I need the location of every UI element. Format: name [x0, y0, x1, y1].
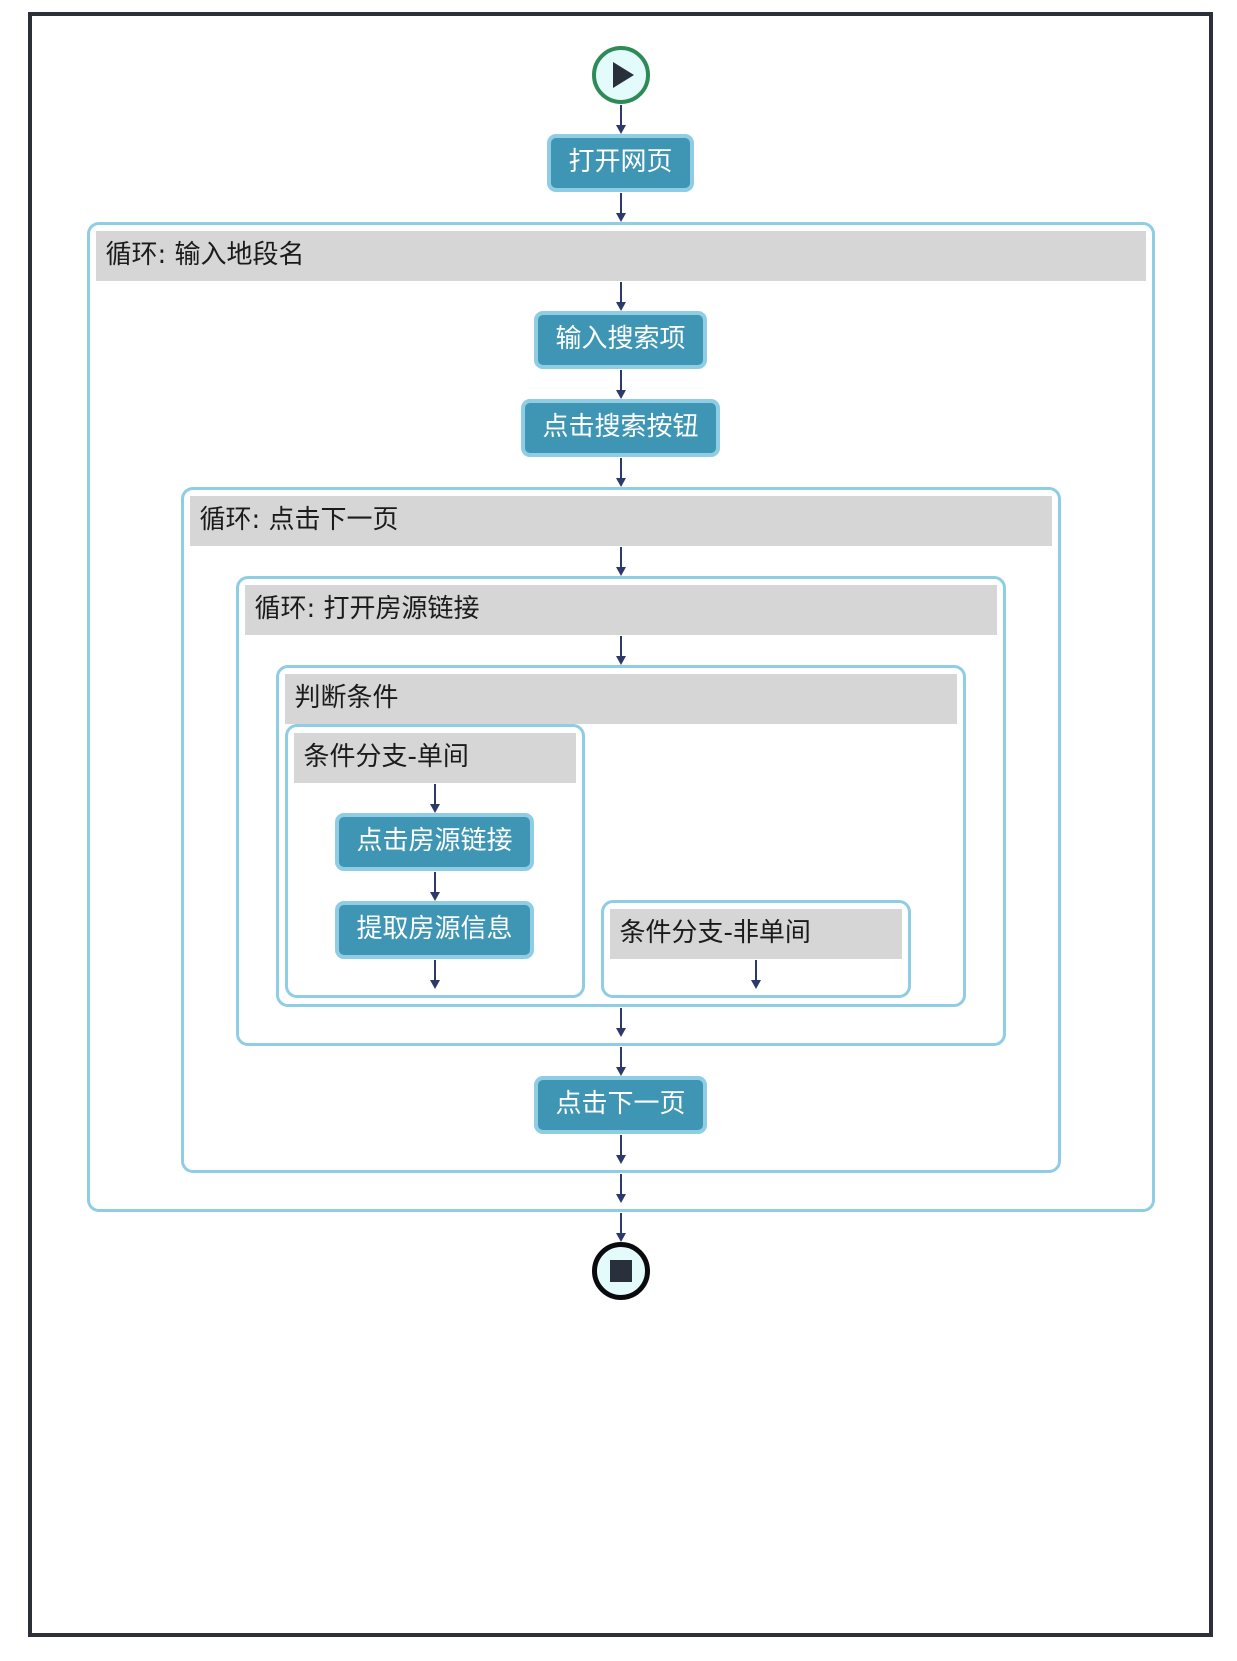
branch-container-body: 点击房源链接 提取房源信息: [294, 783, 576, 989]
connector-arrow: [614, 1046, 628, 1076]
connector-arrow: [614, 1173, 628, 1203]
loop-container-body: 循环: 打开房源链接 判断条件: [190, 546, 1052, 1164]
branch-container-body: [610, 959, 902, 989]
connector-arrow: [614, 635, 628, 665]
node-click-house-link[interactable]: 点击房源链接: [335, 813, 534, 871]
loop-container-click-next-page[interactable]: 循环: 点击下一页 循环: 打开房源链接: [180, 487, 1061, 1173]
connector-arrow: [428, 959, 442, 989]
flow-root: 打开网页 循环: 输入地段名 输入搜索项 点击搜索按钮: [32, 16, 1209, 1300]
loop-container-label: 循环: 输入地段名: [95, 231, 1146, 281]
connector-arrow: [614, 104, 628, 134]
node-click-next-page[interactable]: 点击下一页: [534, 1076, 707, 1134]
start-node[interactable]: [591, 46, 650, 104]
stop-icon: [609, 1260, 632, 1282]
loop-container-input-district[interactable]: 循环: 输入地段名 输入搜索项 点击搜索按钮 循环: 点击下一页: [86, 222, 1155, 1212]
connector-arrow: [614, 369, 628, 399]
connector-arrow: [428, 871, 442, 901]
condition-container-body: 条件分支-单间 点击房源链接: [284, 724, 957, 998]
connector-arrow: [749, 959, 763, 989]
connector-arrow: [614, 1134, 628, 1164]
condition-container-judge[interactable]: 判断条件 条件分支-单间: [275, 665, 966, 1007]
branch-container-label: 条件分支-非单间: [609, 909, 902, 959]
node-open-webpage[interactable]: 打开网页: [547, 134, 694, 192]
connector-arrow: [614, 281, 628, 311]
connector-arrow: [614, 192, 628, 222]
end-node[interactable]: [591, 1242, 650, 1300]
play-icon: [613, 62, 634, 88]
condition-branch-row: 条件分支-单间 点击房源链接: [284, 724, 957, 998]
connector-arrow: [614, 1007, 628, 1037]
connector-arrow: [428, 783, 442, 813]
node-input-search-term[interactable]: 输入搜索项: [534, 311, 707, 369]
connector-arrow: [614, 457, 628, 487]
connector-arrow: [614, 546, 628, 576]
loop-container-open-house-link[interactable]: 循环: 打开房源链接 判断条件: [235, 576, 1006, 1046]
connector-arrow: [614, 1212, 628, 1242]
node-click-search-button[interactable]: 点击搜索按钮: [521, 399, 720, 457]
branch-container-non-single-room[interactable]: 条件分支-非单间: [600, 900, 911, 998]
branch-container-label: 条件分支-单间: [293, 733, 576, 783]
node-extract-house-info[interactable]: 提取房源信息: [335, 901, 534, 959]
loop-container-label: 循环: 打开房源链接: [244, 585, 997, 635]
condition-container-label: 判断条件: [284, 674, 957, 724]
flowchart-canvas: 打开网页 循环: 输入地段名 输入搜索项 点击搜索按钮: [28, 12, 1213, 1637]
loop-container-body: 判断条件 条件分支-单间: [245, 635, 997, 1037]
branch-container-single-room[interactable]: 条件分支-单间 点击房源链接: [284, 724, 585, 998]
loop-container-body: 输入搜索项 点击搜索按钮 循环: 点击下一页: [96, 281, 1146, 1203]
loop-container-label: 循环: 点击下一页: [189, 496, 1052, 546]
